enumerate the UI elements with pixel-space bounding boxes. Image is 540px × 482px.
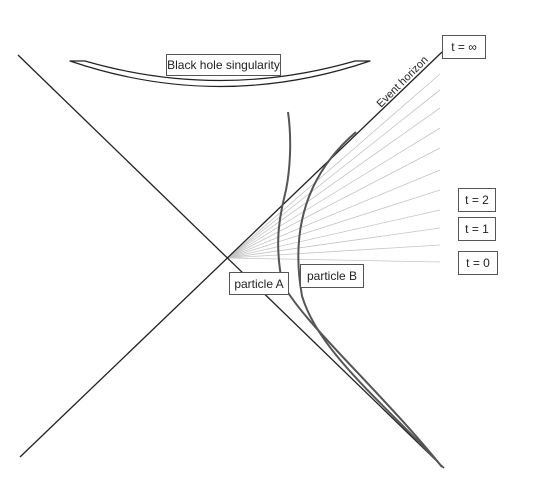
time-slice-line: [227, 107, 441, 259]
t-0-label: t = 0: [458, 251, 498, 275]
past-horizon-line: [17, 54, 445, 469]
particle-b-label: particle B: [300, 264, 364, 288]
singularity-shape: [69, 60, 371, 88]
t-2-label: t = 2: [458, 188, 496, 212]
time-slice-lines: [227, 73, 441, 263]
time-slice-line: [227, 169, 441, 259]
time-slice-line: [227, 189, 441, 259]
event-horizon-label: Event horizon: [375, 54, 431, 110]
time-slice-line: [227, 257, 441, 263]
time-slice-line: [227, 73, 441, 259]
time-slice-line: [227, 244, 441, 259]
time-slice-line: [227, 227, 441, 259]
particle-b-worldline: [297, 131, 439, 463]
time-slice-line: [227, 209, 441, 259]
time-slice-line: [227, 147, 441, 259]
event-horizon-line: [19, 51, 443, 458]
particle-a-label: particle A: [229, 272, 289, 295]
particle-a-worldline: [277, 111, 443, 468]
time-slice-line: [227, 89, 441, 259]
t-1-label: t = 1: [458, 217, 496, 241]
t-infinity-label: t = ∞: [442, 35, 486, 59]
singularity-label: Black hole singularity: [166, 54, 281, 76]
time-slice-line: [227, 127, 441, 259]
